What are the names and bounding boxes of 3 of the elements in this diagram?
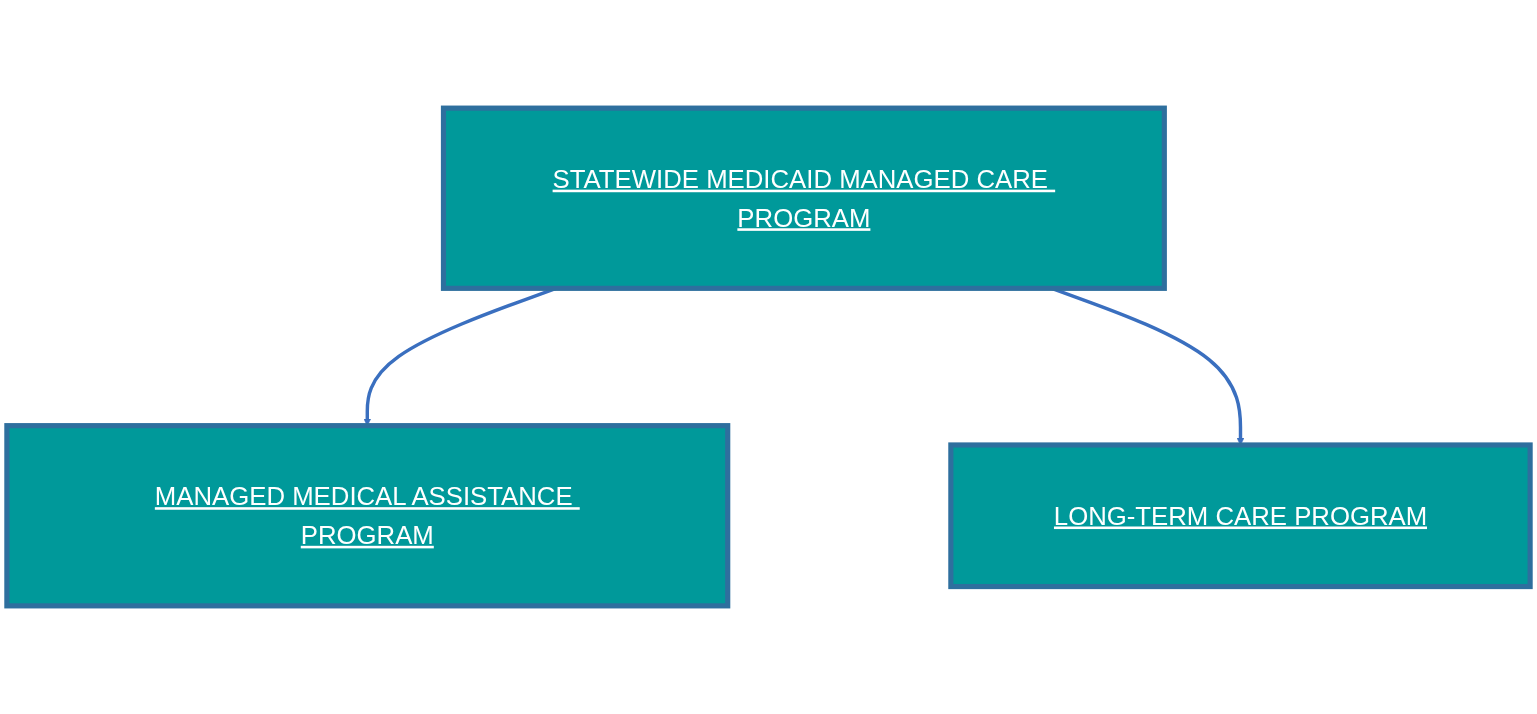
node-box: STATEWIDE MEDICAID MANAGED CARE PROGRAM	[440, 105, 1167, 291]
node-box: LONG-TERM CARE PROGRAM	[948, 442, 1533, 590]
node-box: MANAGED MEDICAL ASSISTANCE PROGRAM	[4, 423, 731, 609]
